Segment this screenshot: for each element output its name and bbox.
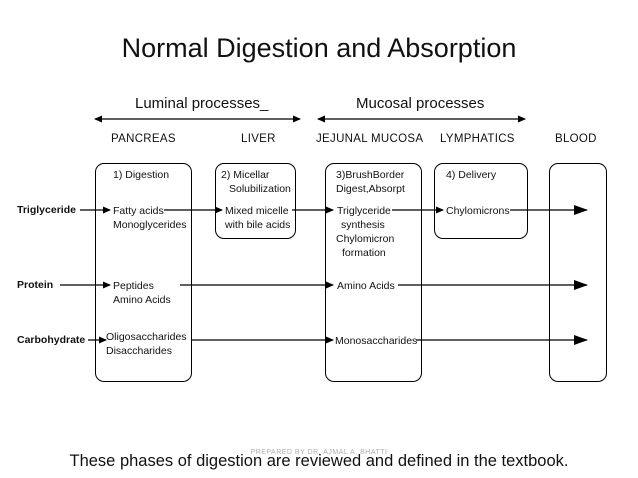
luminal-phase-label: Luminal processes_: [135, 95, 269, 112]
brushborder-step-subtitle: Digest,Absorpt: [336, 183, 405, 195]
liver-bile-acids: with bile acids: [225, 219, 291, 231]
jejunal-mucosa-box: [325, 163, 422, 382]
mucosa-synthesis: synthesis: [341, 219, 385, 231]
blood-box: [549, 163, 607, 382]
slide-title: Normal Digestion and Absorption: [121, 33, 517, 63]
micellar-step-subtitle: Solubilization: [229, 183, 291, 195]
pancreas-peptides: Peptides: [113, 280, 154, 292]
pancreas-box: [95, 163, 192, 382]
column-lymphatics: LYMPHATICS: [440, 133, 515, 145]
brushborder-step-title: 3)BrushBorder: [336, 169, 405, 181]
liver-box: [215, 163, 296, 239]
pancreas-monoglycerides: Monoglycerides: [113, 219, 187, 231]
row-label-triglyceride: Triglyceride: [17, 204, 76, 216]
pancreas-amino-acids: Amino Acids: [113, 294, 171, 306]
delivery-step-title: 4) Delivery: [446, 169, 497, 181]
pancreas-oligosaccharides: Oligosaccharides: [106, 331, 187, 343]
row-label-carbohydrate: Carbohydrate: [17, 334, 86, 346]
liver-mixed-micelle: Mixed micelle: [225, 205, 289, 217]
mucosa-triglyceride: Triglyceride: [337, 205, 391, 217]
column-blood: BLOOD: [555, 133, 597, 145]
micellar-step-title: 2) Micellar: [221, 169, 270, 181]
mucosa-monosaccharides: Monosaccharides: [335, 335, 418, 347]
pancreas-disaccharides: Disaccharides: [106, 345, 172, 357]
digestion-step-title: 1) Digestion: [113, 169, 170, 181]
pancreas-fatty-acids: Fatty acids: [113, 205, 164, 217]
column-jejunal-mucosa: JEJUNAL MUCOSA: [316, 133, 424, 145]
mucosal-phase-label: Mucosal processes: [356, 95, 485, 112]
lymphatics-box: [434, 163, 528, 239]
row-label-protein: Protein: [17, 279, 54, 291]
footer-caption: These phases of digestion are reviewed a…: [69, 452, 569, 470]
watermark: PREPARED BY DR. AJMAL A. BHATTI: [250, 449, 388, 456]
column-pancreas: PANCREAS: [111, 133, 176, 145]
lymph-chylomicrons: Chylomicrons: [446, 205, 510, 217]
mucosa-chylomicron: Chylomicron: [336, 233, 395, 245]
mucosa-formation: formation: [342, 247, 386, 259]
mucosa-amino-acids: Amino Acids: [337, 280, 395, 292]
column-liver: LIVER: [241, 133, 276, 145]
